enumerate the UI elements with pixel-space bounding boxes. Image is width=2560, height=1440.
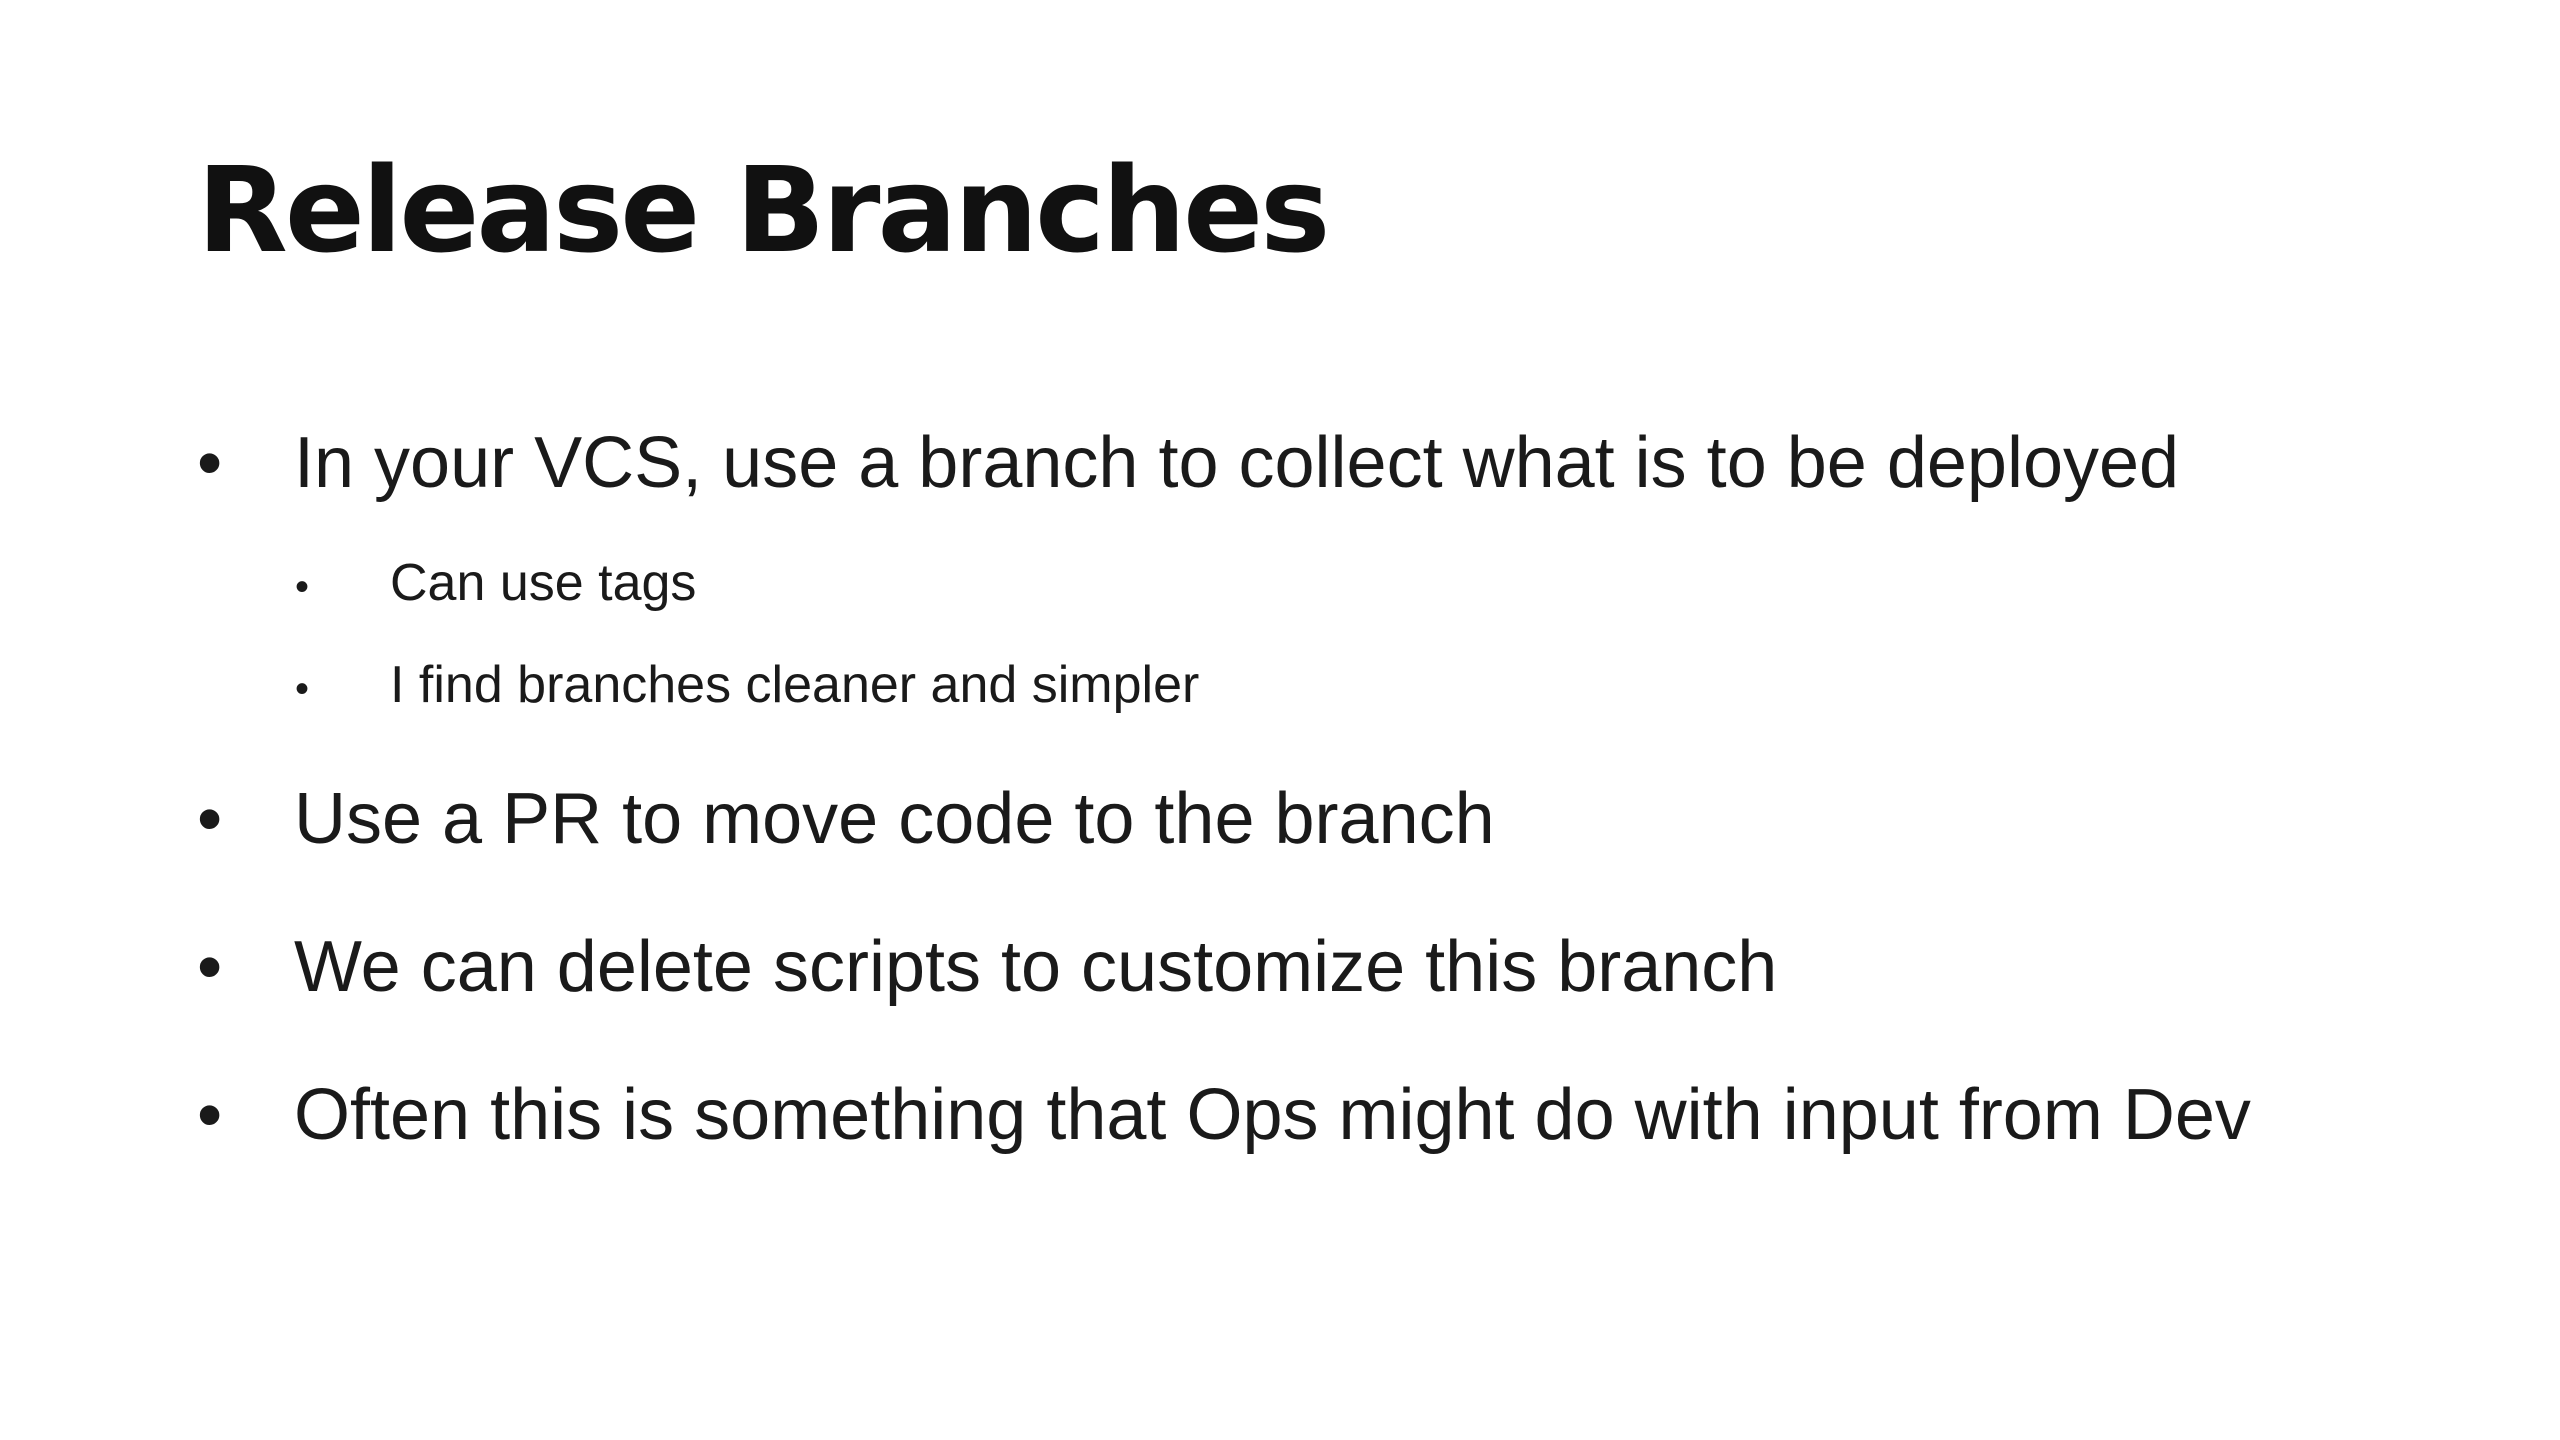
bullet-item: • In your VCS, use a branch to collect w… [197,418,2179,508]
bullet-item: • Often this is something that Ops might… [197,1070,2251,1160]
slide-title: Release Branches [197,141,1330,279]
bullet-text: We can delete scripts to customize this … [294,927,1778,1007]
bullet-item: • We can delete scripts to customize thi… [197,922,1777,1012]
bullet-text: Often this is something that Ops might d… [294,1075,2251,1155]
bullet-text: In your VCS, use a branch to collect wha… [294,423,2180,503]
bullet-dot-icon: • [197,779,223,859]
sub-bullet-text: Can use tags [390,554,697,612]
sub-bullet-item: • I find branches cleaner and simpler [295,650,1199,724]
bullet-dot-icon: • [197,423,223,503]
sub-bullet-text: I find branches cleaner and simpler [390,656,1200,714]
sub-bullet-item: • Can use tags [295,548,696,622]
bullet-dot-icon: • [197,1075,223,1155]
bullet-dot-icon: • [295,667,310,711]
bullet-dot-icon: • [295,565,310,609]
bullet-dot-icon: • [197,927,223,1007]
bullet-item: • Use a PR to move code to the branch [197,774,1495,864]
bullet-text: Use a PR to move code to the branch [294,779,1495,859]
